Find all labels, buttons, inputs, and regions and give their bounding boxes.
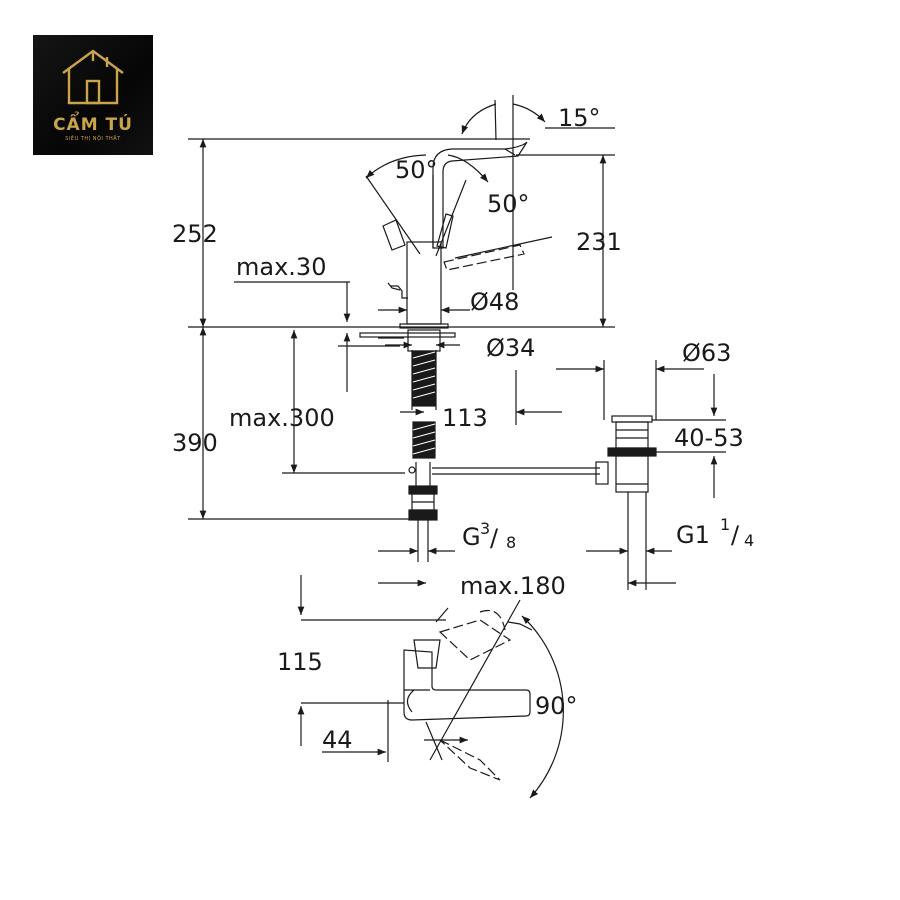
brand-logo: CẨM TÚ SIÊU THỊ NỘI THẤT bbox=[33, 35, 153, 155]
label-lever-length: 115 bbox=[277, 648, 323, 676]
label-waste-thread-main: G1 bbox=[676, 521, 710, 549]
label-lever-angle-left: 50° bbox=[395, 156, 438, 184]
label-total-height: 252 bbox=[172, 220, 218, 248]
house-logo-icon bbox=[62, 49, 124, 105]
label-spout-angle: 15° bbox=[558, 104, 601, 132]
label-waste-thread-den: 4 bbox=[744, 531, 754, 550]
label-max-rod: max.180 bbox=[460, 572, 566, 600]
label-rotation-angle: 90° bbox=[535, 692, 578, 720]
label-inlet-thread-den: 8 bbox=[506, 533, 516, 552]
label-lever-angle-right: 50° bbox=[487, 190, 530, 218]
label-spout-height: 231 bbox=[576, 228, 622, 256]
label-waste-diameter: Ø63 bbox=[682, 339, 731, 367]
label-inlet-thread-main: G bbox=[462, 523, 481, 551]
label-base-offset: 44 bbox=[322, 726, 353, 754]
plan-view-lever bbox=[403, 649, 531, 721]
label-max-deck: max.30 bbox=[236, 253, 326, 281]
faucet-body bbox=[406, 241, 442, 325]
label-waste-range: 40-53 bbox=[674, 424, 744, 452]
label-shank-diameter: Ø34 bbox=[486, 334, 535, 362]
label-waste-thread-num: 1 bbox=[720, 515, 730, 534]
label-inlet-thread-num: 3 bbox=[480, 519, 490, 538]
brand-tagline: SIÊU THỊ NỘI THẤT bbox=[65, 136, 121, 142]
brand-name: CẨM TÚ bbox=[53, 115, 133, 135]
label-inlet-thread-slash: / bbox=[490, 524, 499, 552]
label-waste-thread-slash: / bbox=[731, 521, 740, 549]
label-base-diameter: Ø48 bbox=[470, 288, 519, 316]
label-max-shank: max.300 bbox=[229, 404, 335, 432]
label-rod-offset: 113 bbox=[442, 404, 488, 432]
label-below-height: 390 bbox=[172, 429, 218, 457]
